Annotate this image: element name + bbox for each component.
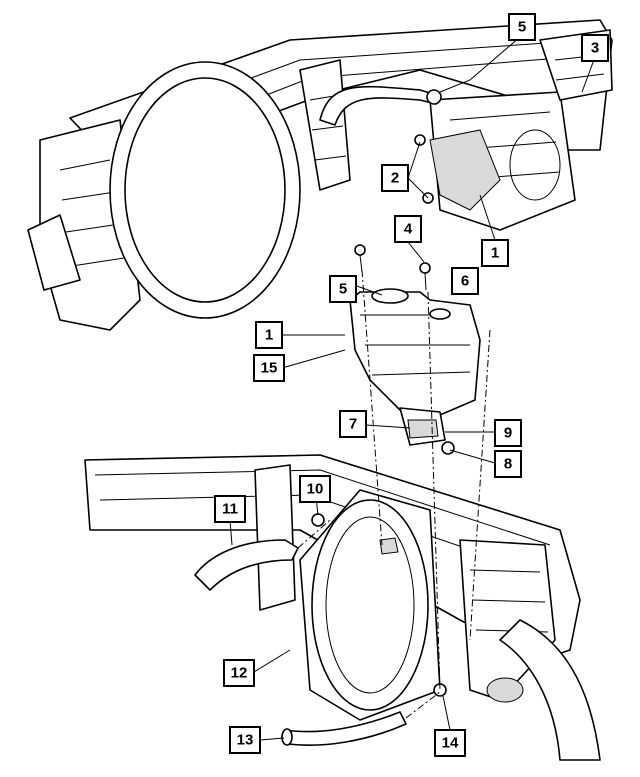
callout-12: 12 <box>223 659 255 687</box>
callout-3: 3 <box>581 34 609 62</box>
callout-6: 6 <box>451 267 479 295</box>
callout-label: 4 <box>404 221 413 238</box>
callout-label: 8 <box>504 456 512 473</box>
upper-frame-assembly <box>27 19 613 331</box>
callout-8: 8 <box>494 450 522 478</box>
callout-label: 11 <box>222 501 238 518</box>
callout-label: 14 <box>442 735 459 752</box>
callout-label: 13 <box>237 732 254 749</box>
callout-label: 6 <box>461 273 469 290</box>
callout-5-mid: 5 <box>329 275 357 303</box>
callout-label: 12 <box>231 665 248 682</box>
lower-frame-assembly <box>84 454 601 761</box>
callout-7: 7 <box>339 410 367 438</box>
callout-label: 10 <box>307 481 324 498</box>
callout-label: 5 <box>518 19 526 36</box>
callout-label: 7 <box>349 416 357 433</box>
callout-11: 11 <box>214 495 246 523</box>
callout-label: 1 <box>265 327 273 344</box>
callout-label: 5 <box>339 281 347 298</box>
callout-label: 9 <box>504 425 512 442</box>
callout-2: 2 <box>381 164 409 192</box>
callout-9: 9 <box>494 419 522 447</box>
callout-10: 10 <box>299 475 331 503</box>
callout-1-mid: 1 <box>255 321 283 349</box>
callout-1-top: 1 <box>481 239 509 267</box>
callout-label: 3 <box>591 40 599 57</box>
callout-14: 14 <box>434 729 466 757</box>
coolant-reservoir <box>349 244 481 455</box>
callout-4: 4 <box>394 215 422 243</box>
callout-15: 15 <box>253 354 285 382</box>
callout-label: 2 <box>391 170 399 187</box>
installation-lines <box>297 269 491 719</box>
callout-5-top: 5 <box>508 13 536 41</box>
callout-label: 1 <box>491 245 499 262</box>
callout-13: 13 <box>229 726 261 754</box>
callout-label: 15 <box>261 360 278 377</box>
